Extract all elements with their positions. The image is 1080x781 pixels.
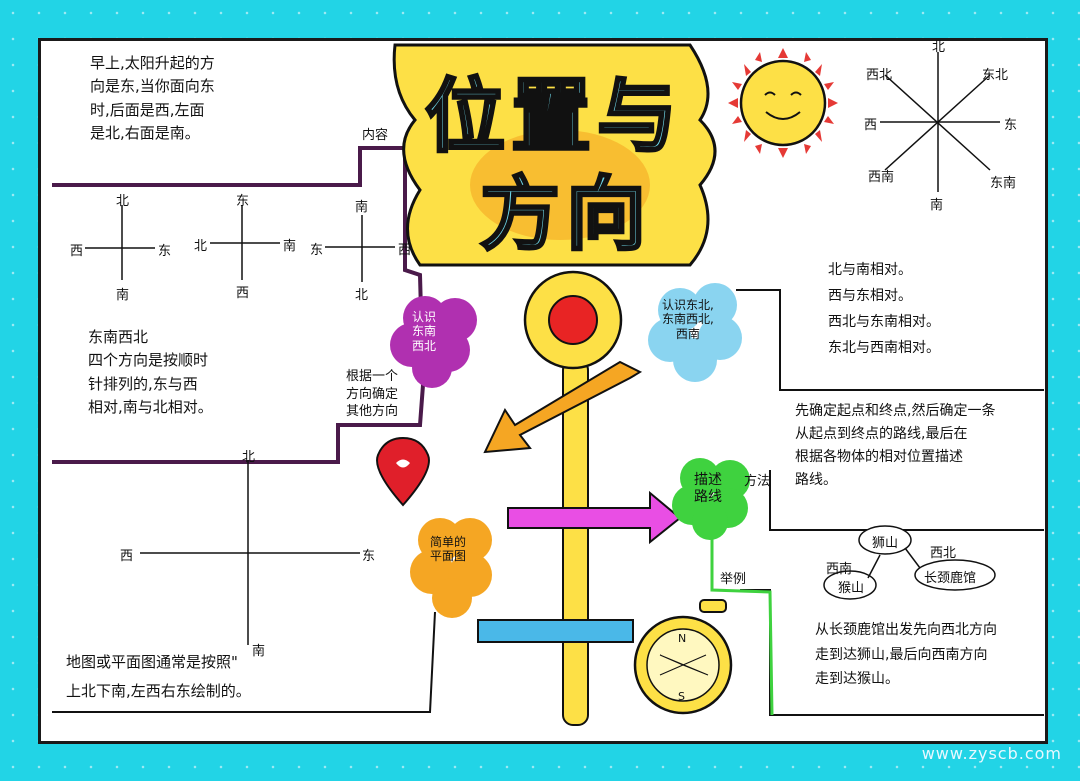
rose-ne: 东北 [982, 68, 1009, 83]
title-line-1: 位置与 [424, 68, 683, 165]
example-tag: 举例 [720, 572, 747, 587]
cross1-left: 西 [70, 244, 84, 259]
rose-nw: 西北 [866, 68, 893, 83]
watermark: www.zyscb.com [921, 744, 1062, 763]
rose-e: 东 [1004, 118, 1018, 133]
green-blob [672, 458, 750, 540]
big-cross-left: 西 [120, 549, 134, 564]
route-box-border [769, 470, 1044, 531]
blue-blob-text: 认识东北, 东南西北, 西南 [662, 298, 714, 341]
route-note: 先确定起点和终点,然后确定一条 从起点到终点的路线,最后在 根据各物体的相对位置… [795, 403, 996, 489]
map-box-border [52, 611, 436, 713]
opposites-box-border [736, 289, 1044, 391]
oval-giraffe [914, 559, 996, 591]
small-crosses-drawing [85, 205, 395, 282]
map-c: 长颈鹿馆 [924, 571, 977, 586]
purple-blob-text: 认识 东南 西北 [412, 310, 437, 353]
cross2-bottom: 西 [236, 286, 250, 301]
map-a: 猴山 [838, 581, 865, 596]
big-cross-top: 北 [242, 450, 256, 465]
compass-rose-drawing [880, 52, 1000, 192]
cross3-left: 东 [310, 243, 324, 258]
oval-lion [858, 525, 912, 555]
top-left-note: 早上,太阳升起的方 向是东,当你面向东 时,后面是西,左面 是北,右面是南。 [90, 54, 215, 142]
rose-sw: 西南 [868, 170, 895, 185]
title-line-2: 方向 [479, 166, 652, 263]
purple-border [52, 146, 426, 464]
blue-sign [477, 619, 634, 643]
cross3-top: 南 [355, 200, 369, 215]
rose-s: 南 [930, 198, 944, 213]
map-dir2: 西北 [930, 546, 957, 561]
pink-arrow [507, 490, 682, 545]
map-b: 狮山 [872, 536, 899, 551]
compass-device-icon [633, 599, 733, 715]
orange-arrow [483, 360, 643, 454]
opposites-note: 北与南相对。 西与东相对。 西北与东南相对。 东北与西南相对。 [828, 262, 940, 356]
example-note: 从长颈鹿馆出发先向西北方向 走到达狮山,最后向西南方向 走到达猴山。 [815, 622, 997, 687]
yellow-pole [562, 359, 589, 726]
big-cross-bottom: 南 [252, 644, 266, 659]
map-dir1: 西南 [826, 562, 853, 577]
cross2-right: 南 [283, 239, 297, 254]
cross1-bottom: 南 [116, 288, 130, 303]
green-blob-text: 描述 路线 [694, 472, 722, 505]
map-note: 地图或平面图通常是按照" 上北下南,左西右东绘制的。 [66, 653, 251, 700]
cross2-top: 东 [236, 194, 250, 209]
cross1-top: 北 [116, 194, 130, 209]
method-tag: 方法 [744, 474, 771, 489]
purple-blob [390, 296, 477, 388]
basis-note: 根据一个 方向确定 其他方向 [346, 369, 399, 420]
cross3-bottom: 北 [355, 288, 369, 303]
big-cross-right: 东 [362, 549, 376, 564]
content-tag: 内容 [362, 128, 389, 143]
blue-blob [648, 283, 742, 382]
rose-w: 西 [864, 118, 878, 133]
green-line [710, 530, 774, 716]
oval-monkey [823, 570, 877, 600]
cross3-right: 西 [398, 243, 412, 258]
order-note: 东南西北 四个方向是按顺时 针排列的,东与西 相对,南与北相对。 [88, 328, 213, 416]
sun-icon [728, 48, 838, 158]
compass-s: S [678, 690, 685, 703]
compass-n: N [678, 632, 687, 645]
orange-blob [410, 518, 492, 618]
cross1-right: 东 [158, 244, 172, 259]
rose-n: 北 [932, 40, 946, 55]
location-pin-icon [376, 436, 430, 507]
rose-se: 东南 [990, 176, 1017, 191]
cross2-left: 北 [194, 239, 208, 254]
orange-blob-text: 简单的 平面图 [430, 535, 467, 564]
big-cross-drawing [140, 460, 360, 645]
